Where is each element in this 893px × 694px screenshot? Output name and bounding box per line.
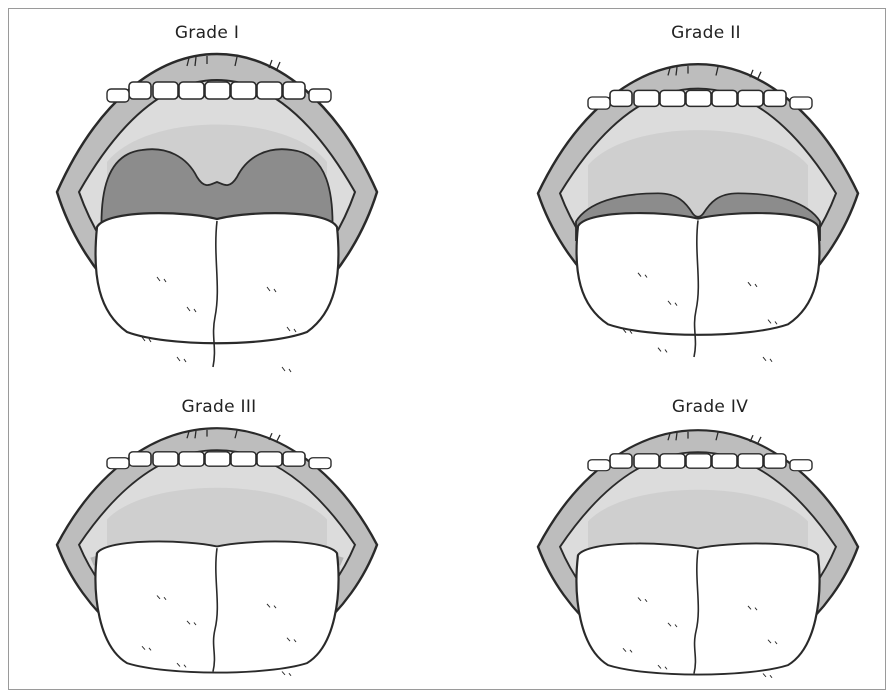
lip-line bbox=[758, 437, 761, 443]
tooth bbox=[129, 82, 151, 99]
upper-teeth bbox=[588, 454, 812, 471]
tooth bbox=[634, 454, 659, 468]
lip-line bbox=[758, 72, 761, 79]
tooth bbox=[107, 89, 129, 102]
tooth bbox=[686, 90, 711, 106]
mouth-diagram-grade-2 bbox=[518, 53, 878, 343]
tooth bbox=[309, 89, 331, 102]
tooth bbox=[790, 97, 812, 109]
tooth bbox=[231, 82, 256, 99]
tooth bbox=[610, 90, 632, 106]
tooth bbox=[738, 454, 763, 468]
tooth bbox=[205, 82, 230, 99]
tooth bbox=[588, 460, 610, 471]
tooth bbox=[153, 452, 178, 466]
mouth-diagram-grade-1 bbox=[37, 42, 397, 352]
tooth bbox=[634, 90, 659, 106]
mouth-diagram-grade-3 bbox=[37, 418, 397, 680]
tooth bbox=[309, 458, 331, 469]
tooth bbox=[764, 90, 786, 106]
tooth bbox=[712, 90, 737, 106]
grade-4-label: Grade IV bbox=[672, 397, 748, 417]
tongue-texture bbox=[763, 674, 772, 678]
tooth bbox=[179, 452, 204, 466]
tooth bbox=[660, 454, 685, 468]
grade-2-label: Grade II bbox=[671, 23, 741, 43]
tooth bbox=[738, 90, 763, 106]
upper-teeth bbox=[107, 452, 331, 469]
upper-teeth bbox=[588, 90, 812, 109]
tooth bbox=[153, 82, 178, 99]
tooth bbox=[283, 82, 305, 99]
tooth bbox=[790, 460, 812, 471]
mouth-diagram-grade-4 bbox=[518, 420, 878, 682]
tooth bbox=[107, 458, 129, 469]
tooth bbox=[686, 454, 711, 468]
upper-teeth bbox=[107, 82, 331, 102]
tooth bbox=[257, 82, 282, 99]
tooth bbox=[257, 452, 282, 466]
tooth bbox=[588, 97, 610, 109]
tooth bbox=[283, 452, 305, 466]
tongue-texture bbox=[282, 672, 291, 676]
tooth bbox=[179, 82, 204, 99]
lip-line bbox=[277, 435, 280, 441]
tooth bbox=[129, 452, 151, 466]
tooth bbox=[712, 454, 737, 468]
tooth bbox=[231, 452, 256, 466]
tooth bbox=[764, 454, 786, 468]
tooth bbox=[660, 90, 685, 106]
tooth bbox=[205, 452, 230, 466]
tooth bbox=[610, 454, 632, 468]
grade-1-label: Grade I bbox=[175, 23, 239, 43]
grade-3-label: Grade III bbox=[182, 397, 257, 417]
lip-line bbox=[277, 62, 280, 69]
